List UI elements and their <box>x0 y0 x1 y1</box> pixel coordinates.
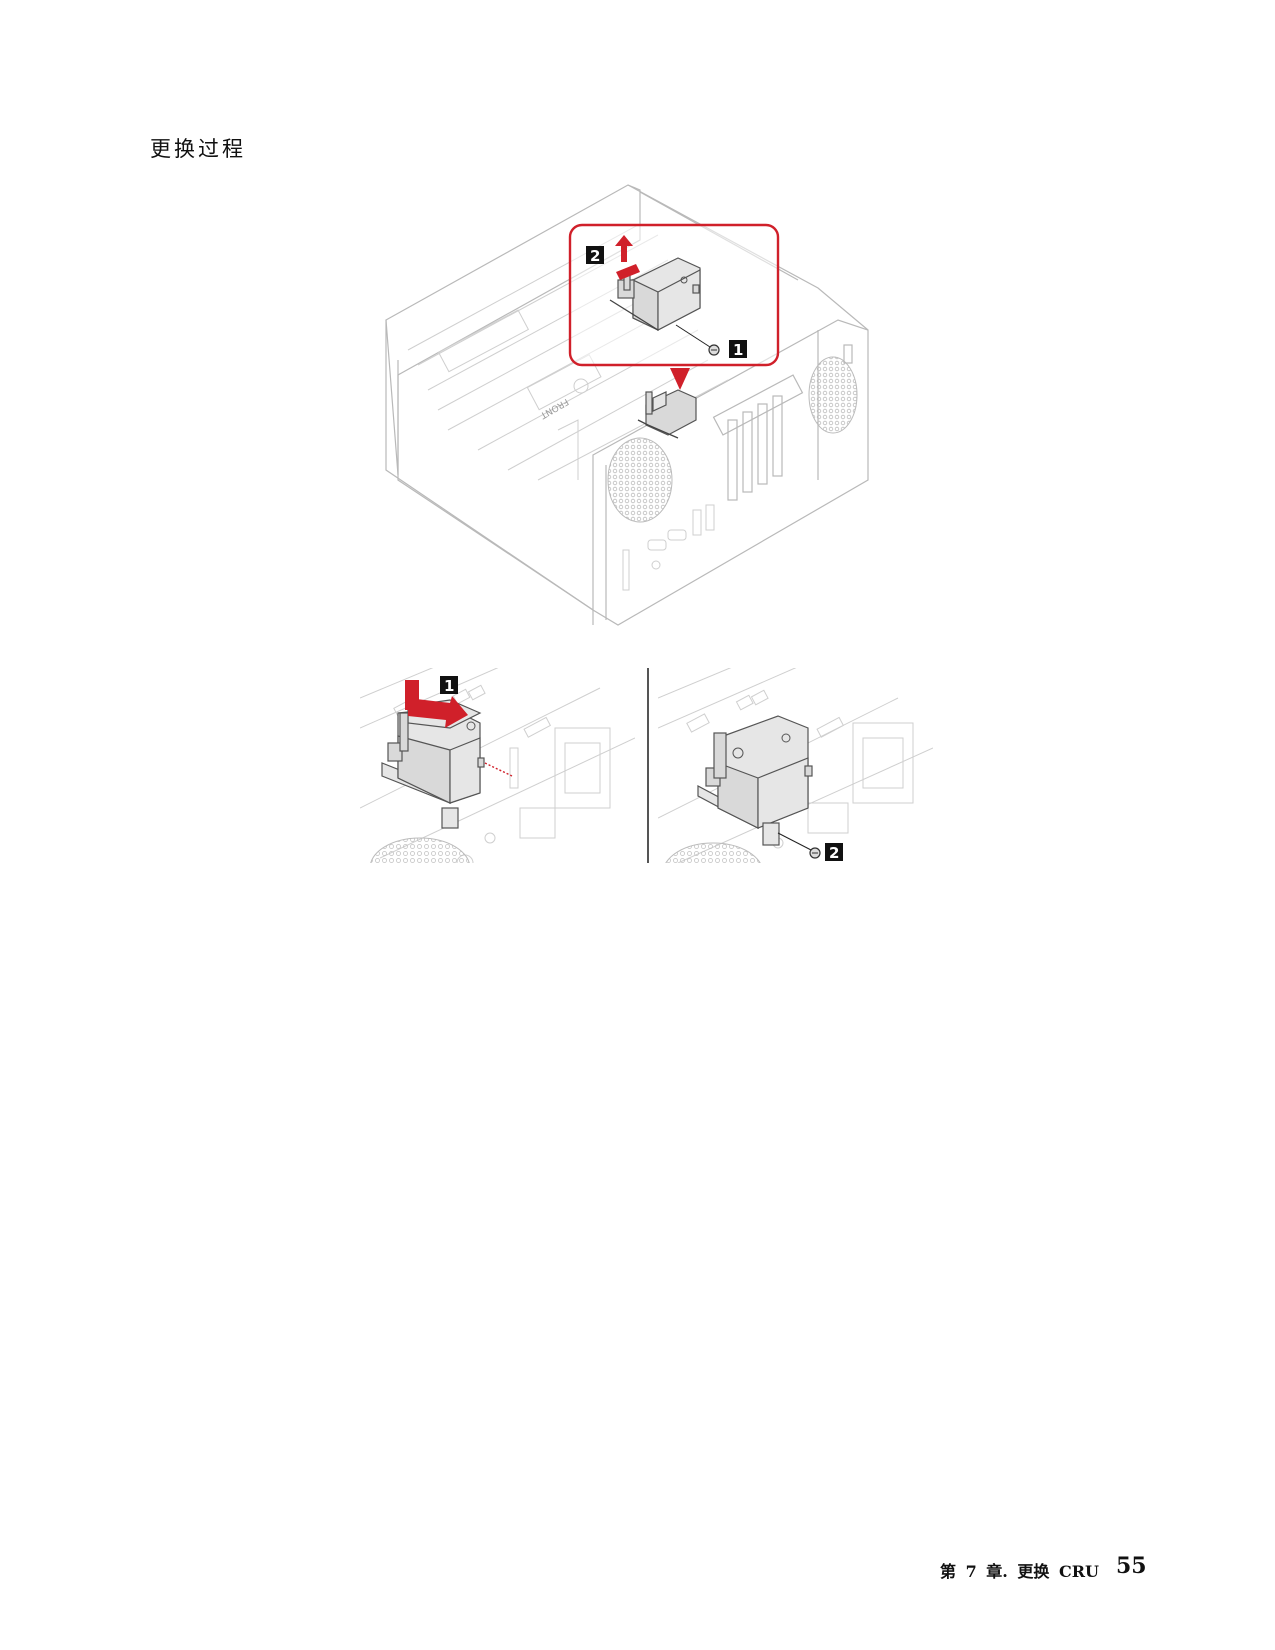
callout-2: 2 <box>590 247 600 265</box>
section-heading: 更换过程 <box>150 137 246 161</box>
bracket-in-chassis <box>637 389 697 439</box>
callout-2: 2 <box>829 844 839 862</box>
callout-1: 1 <box>444 677 454 695</box>
install-step-2-illustration: 2 <box>658 668 933 863</box>
install-step-1-illustration: 1 <box>360 668 635 863</box>
callout-1: 1 <box>733 341 743 359</box>
footer-chapter: 第 7 章. 更换 CRU <box>940 1558 1099 1582</box>
chapter-label: 第 7 章. 更换 CRU <box>940 1562 1099 1581</box>
main-callout-box: 2 1 <box>568 223 780 367</box>
figure-divider <box>647 668 649 863</box>
chassis-illustration: FRONT <box>378 180 918 630</box>
bracket-part <box>697 715 813 846</box>
bracket-part <box>381 699 485 829</box>
page-number: 55 <box>1116 1553 1147 1579</box>
